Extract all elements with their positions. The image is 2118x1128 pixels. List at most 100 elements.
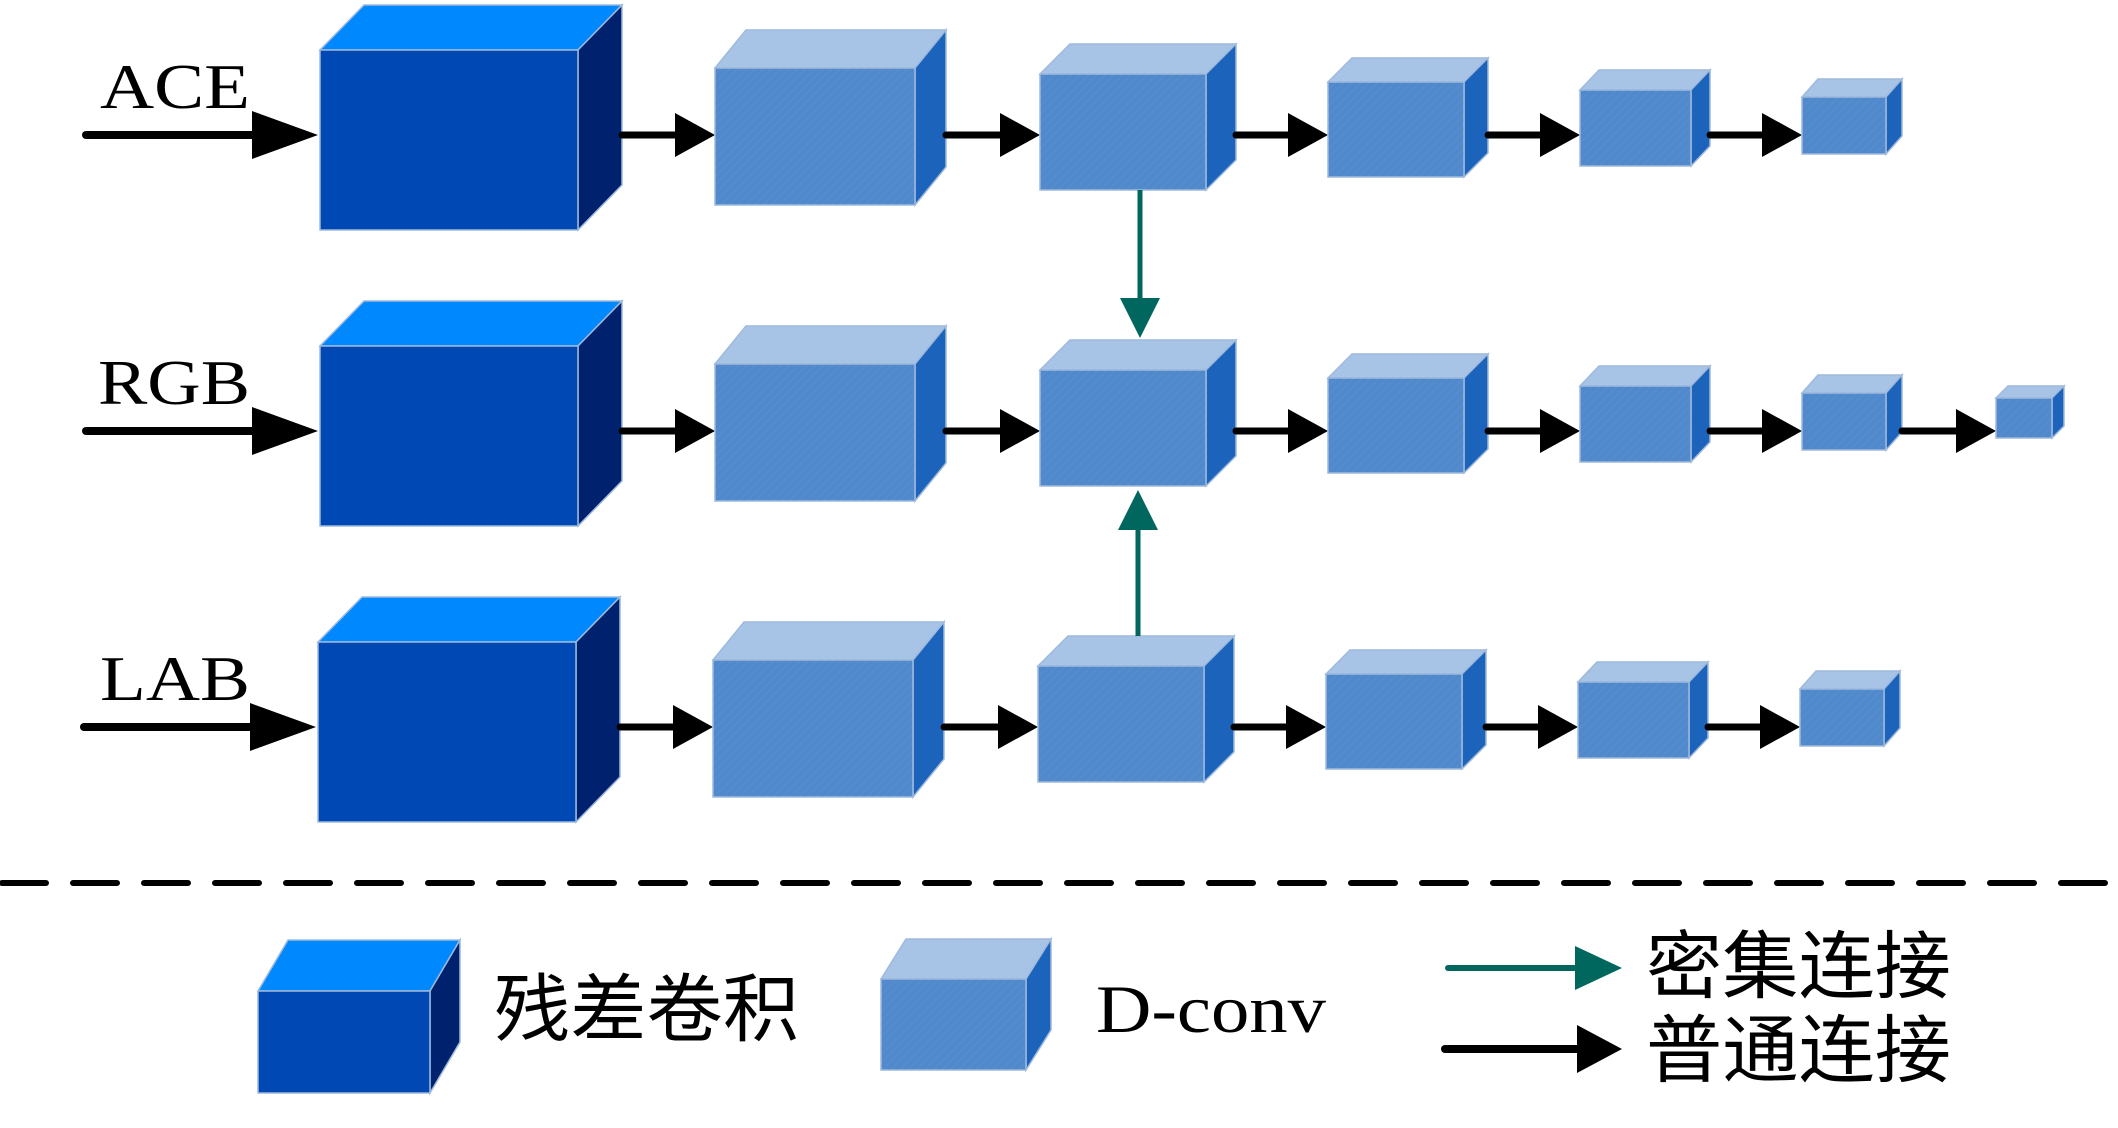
cube-top-face (1800, 374, 1904, 394)
cube-top-face (1578, 365, 1712, 387)
cube-top-face (1036, 635, 1236, 667)
input-arrow (82, 111, 318, 159)
connection-arrow (1230, 705, 1326, 749)
cube-texture (881, 979, 1026, 1070)
legend-residual-cube-shape (256, 937, 462, 1096)
dconv-block (711, 619, 946, 800)
cube-top-face (316, 596, 622, 643)
cube-texture (715, 68, 915, 205)
dconv-block (1036, 634, 1236, 784)
legend-normal-label: 普通连接 (1646, 1008, 1951, 1094)
cube-texture (1328, 82, 1464, 177)
input-arrow (82, 407, 318, 455)
connection-arrow (1706, 409, 1802, 453)
cube-texture (1040, 74, 1206, 190)
dconv-block (1800, 373, 1904, 452)
cube-texture (715, 364, 915, 501)
dconv-block (1800, 77, 1904, 156)
dconv-block (1324, 648, 1488, 771)
cube-front-face (319, 49, 579, 231)
cube-texture (713, 660, 913, 797)
row-label-rgb: RGB (98, 347, 250, 418)
residual-conv-block (318, 299, 624, 528)
cube-texture (1996, 398, 2052, 438)
connection-arrow (1482, 705, 1578, 749)
cube-front-face (319, 345, 579, 527)
connection-arrow (1232, 113, 1328, 157)
dconv-block (1576, 660, 1710, 760)
cube-texture (1802, 97, 1886, 154)
cube-top-face (711, 621, 946, 661)
cube-front-face (257, 990, 431, 1094)
dconv-block (713, 323, 948, 504)
legend-normal-arrow (1441, 1025, 1622, 1073)
cube-top-face (318, 300, 624, 347)
cube-top-face (713, 325, 948, 365)
row-lab (80, 595, 1902, 824)
cube-top-face (318, 4, 624, 51)
dconv-block (1326, 352, 1490, 475)
dconv-block (1578, 364, 1712, 464)
connection-arrow (1704, 705, 1800, 749)
legend-dconv-cube-shape (879, 936, 1053, 1073)
dconv-block (1326, 56, 1490, 179)
dconv-block (1798, 669, 1902, 748)
dconv-block (1994, 384, 2066, 440)
connection-arrow (940, 705, 1038, 749)
cube-texture (1040, 370, 1206, 486)
legend-dense-arrow (1445, 946, 1622, 990)
cube-top-face (879, 938, 1053, 980)
cube-top-face (1326, 57, 1490, 83)
legend: 残差卷积 D-conv 密集连接 普通连接 (256, 924, 1951, 1096)
cube-texture (1800, 689, 1884, 746)
residual-conv-block (316, 595, 622, 824)
residual-conv-block (318, 3, 624, 232)
dconv-block (1038, 42, 1238, 192)
connection-arrow (618, 113, 715, 157)
connection-arrow (1484, 113, 1580, 157)
cube-texture (1578, 682, 1689, 758)
cube-top-face (1324, 649, 1488, 675)
row-rgb (82, 299, 2066, 528)
cube-front-face (317, 641, 577, 823)
connection-arrow (942, 113, 1040, 157)
cube-top-face (1798, 670, 1902, 690)
connection-arrow (618, 409, 715, 453)
row-label-ace: ACE (100, 51, 250, 122)
cube-texture (1038, 666, 1204, 782)
connection-arrow (1706, 113, 1802, 157)
legend-dconv-cube (879, 936, 1053, 1073)
cube-top-face (1578, 69, 1712, 91)
rows-layer (80, 3, 2066, 824)
cube-top-face (1576, 661, 1710, 683)
cube-top-face (1038, 43, 1238, 75)
cube-top-face (256, 939, 462, 992)
connection-arrow (1484, 409, 1580, 453)
row-ace (82, 3, 1904, 232)
legend-residual-label: 残差卷积 (494, 967, 799, 1053)
cube-top-face (1326, 353, 1490, 379)
cube-texture (1328, 378, 1464, 473)
connection-arrow (1232, 409, 1328, 453)
connection-arrow (616, 705, 713, 749)
cube-top-face (1800, 78, 1904, 98)
dconv-block (1038, 338, 1238, 488)
connection-arrow (1898, 409, 1996, 453)
cube-top-face (1038, 339, 1238, 371)
cube-texture (1326, 674, 1462, 769)
row-label-lab: LAB (100, 643, 250, 714)
dconv-block (1578, 68, 1712, 168)
cube-texture (1580, 386, 1691, 462)
connection-arrow (942, 409, 1040, 453)
dense-connections-layer (1118, 190, 1160, 636)
dense-arrow-lab-to-rgb (1118, 490, 1158, 636)
legend-dense-label: 密集连接 (1646, 924, 1951, 1010)
cube-texture (1580, 90, 1691, 166)
legend-dconv-label: D-conv (1096, 971, 1326, 1047)
cube-texture (1802, 393, 1886, 450)
cube-top-face (713, 29, 948, 69)
dense-arrow-ace-to-rgb (1120, 190, 1160, 338)
legend-residual-cube (256, 937, 462, 1096)
input-arrow (80, 703, 316, 751)
